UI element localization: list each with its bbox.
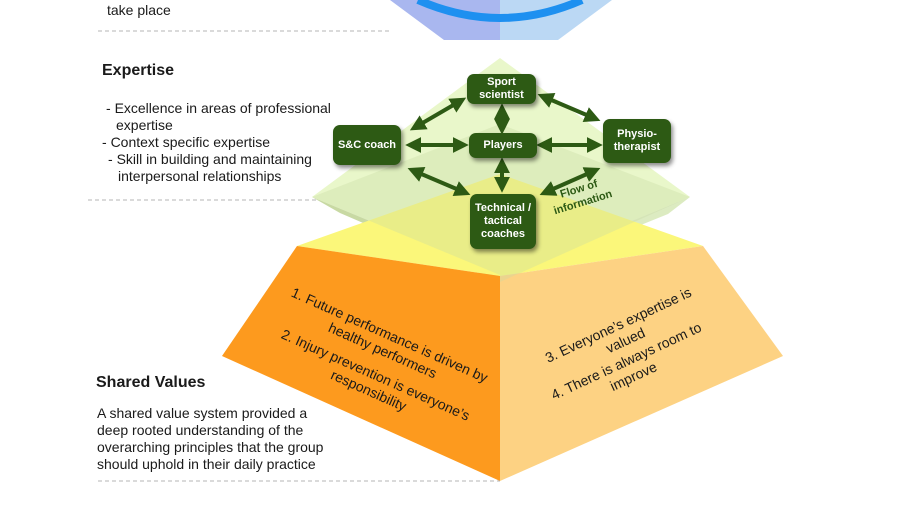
expertise-bullet: Context specific expertise (102, 134, 334, 151)
top-section-text: take place (107, 2, 171, 18)
apex-right-face (500, 0, 612, 40)
base-left-face (222, 246, 500, 481)
shared-values-heading: Shared Values (96, 374, 206, 391)
node-technical-coaches: Technical / tactical coaches (470, 194, 536, 249)
node-players: Players (469, 133, 537, 158)
expertise-heading: Expertise (102, 62, 175, 79)
node-sport-scientist: Sport scientist (467, 74, 536, 104)
node-physiotherapist: Physio-therapist (603, 119, 671, 163)
node-sc-coach: S&C coach (333, 125, 401, 165)
shared-values-description: A shared value system provided a deep ro… (97, 405, 324, 472)
network-arrows (405, 93, 603, 196)
apex-left-face (390, 0, 500, 40)
expertise-bullet: Excellence in areas of professional expe… (102, 100, 334, 134)
apex-ring (416, 0, 584, 22)
expertise-list: Excellence in areas of professional expe… (102, 100, 334, 185)
base-right-face (500, 246, 783, 481)
expertise-bullet: Skill in building and maintaining interp… (102, 151, 334, 185)
